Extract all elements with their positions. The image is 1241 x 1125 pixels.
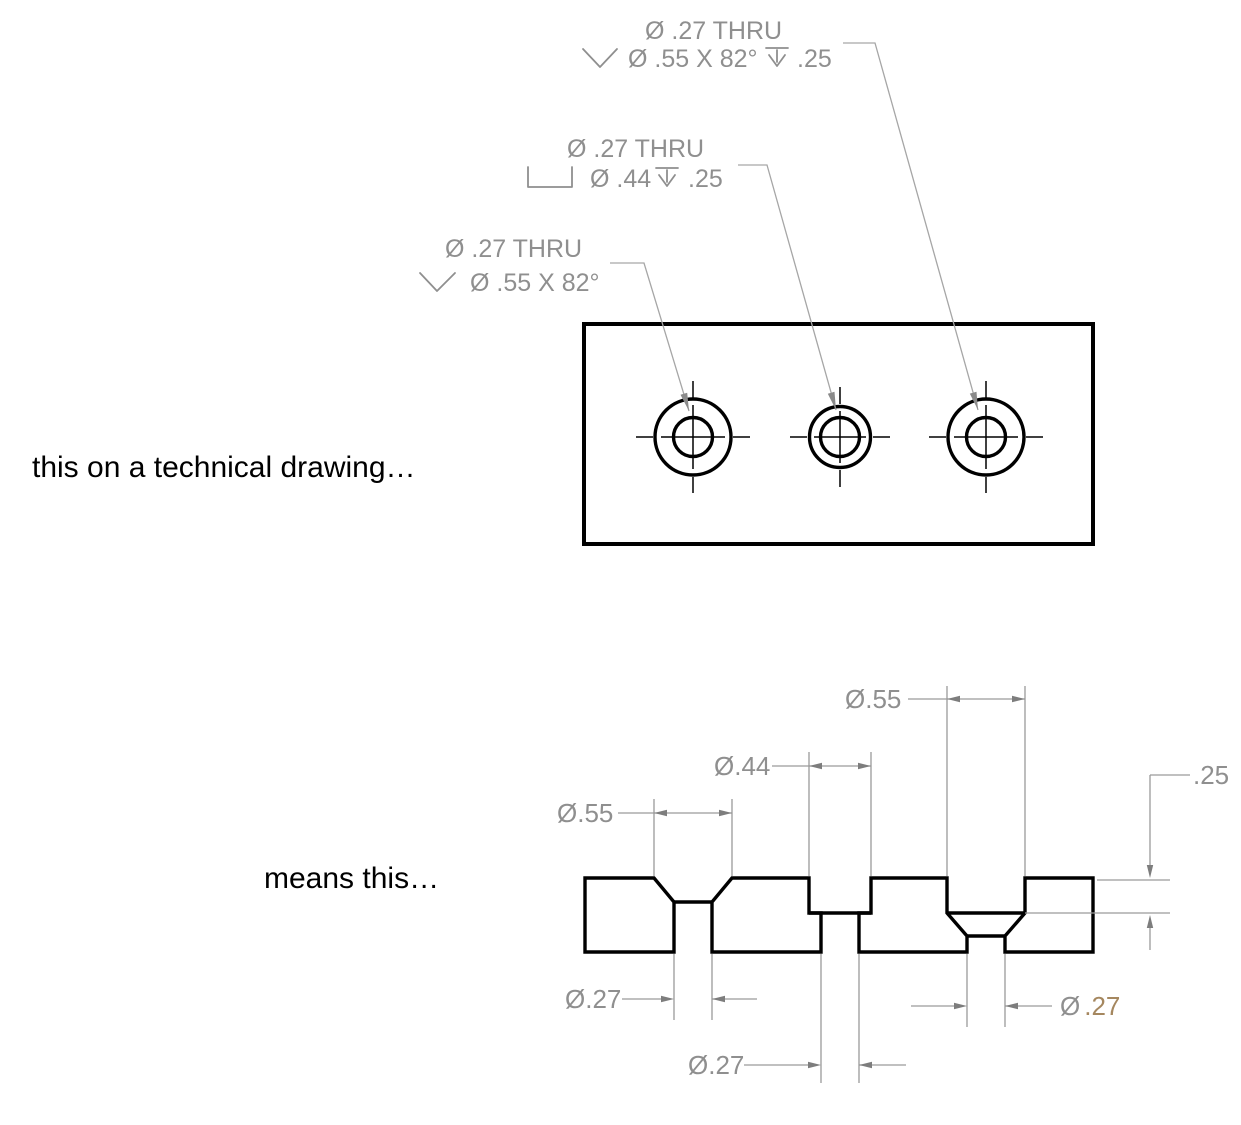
section-piece-2 [710,876,823,954]
dim-counterbore: Ø.44 [714,751,872,876]
dim-diameter-symbol: Ø [1060,991,1080,1021]
section-body [583,876,1095,954]
callout-countersink-spec: Ø .55 X 82° [470,269,600,297]
depth-icon [655,167,679,187]
leader-middle-hole [738,164,837,411]
leader-arrow-icon [680,392,689,411]
dim-countersink-right: Ø.55 [845,684,1026,876]
dim-thru-middle: Ø.27 [688,954,906,1083]
leader-arrow-icon [827,391,836,410]
dim-label: Ø.27 [1060,991,1120,1021]
callout-right-hole: Ø .27 THRU Ø .55 X 82° .25 [582,17,832,73]
countersink-circle [946,397,1026,477]
extension-lines [820,954,860,1083]
dim-arrow-icon [808,1061,821,1069]
dim-arrow-icon [1146,865,1154,878]
dim-arrow-icon [712,995,725,1003]
callout-depth-value: .25 [688,165,723,193]
top-view-right-hole [929,381,1043,493]
dim-thru-right: Ø.27 [911,954,1120,1027]
dim-arrow-icon [947,695,960,703]
countersink-icon [582,48,618,68]
plate-outline [582,322,1095,546]
dim-arrow-icon [1012,695,1025,703]
dim-arrow-icon [661,995,674,1003]
dim-thru-left: Ø.27 [565,954,757,1020]
dim-arrow-icon [1005,1002,1018,1010]
dim-depth: .25 [1025,760,1229,950]
leader-right-hole [843,42,979,411]
dim-arrow-icon [1146,915,1154,928]
callout-middle-hole: Ø .27 THRU Ø .44 .25 [527,135,723,193]
dim-arrow-icon [719,809,732,817]
section-view: Ø.55 Ø.44 Ø.55 .25 [557,684,1229,1083]
section-piece-3 [857,876,969,954]
extension-lines [653,799,733,876]
dim-arrow-icon [654,809,667,817]
caption-bottom: means this… [264,862,439,895]
top-view: Ø .27 THRU Ø .55 X 82° .25 Ø .27 THRU Ø … [419,17,1095,546]
counterbore-icon [527,166,573,188]
extension-lines [673,954,713,1020]
callout-depth-value: .25 [797,45,832,73]
callout-counterbore-spec: Ø .44 [590,165,651,193]
top-view-middle-hole [790,387,890,487]
dim-label: .25 [1193,760,1229,790]
dim-arrow-icon [954,1002,967,1010]
dim-label: Ø.27 [688,1050,744,1080]
extension-lines [966,954,1006,1027]
dim-label: Ø.27 [565,984,621,1014]
caption-top: this on a technical drawing… [32,451,416,484]
callout-leaders [610,42,979,412]
dim-arrow-icon [858,762,871,770]
leader-arrow-icon [969,391,978,410]
hole-circle [671,415,715,459]
hole-circle [964,415,1008,459]
leader-left-hole [610,262,690,412]
counterbore-circle [807,404,873,470]
dim-label: Ø.44 [714,751,770,781]
dim-value-brown: .27 [1084,991,1120,1021]
dim-arrow-icon [859,1061,872,1069]
dim-arrow-icon [809,762,822,770]
callout-line1: Ø .27 THRU [445,235,582,263]
section-piece-4 [1003,876,1095,954]
extension-lines [808,752,872,876]
section-piece-1 [583,876,676,954]
dimension-line [1149,774,1190,950]
countersink-circle [653,397,733,477]
countersink-icon [419,272,456,292]
dim-label: Ø.55 [845,684,901,714]
callout-line1: Ø .27 THRU [567,135,704,163]
dim-label: Ø.55 [557,798,613,828]
hole-circle [818,415,862,459]
extension-lines [946,686,1026,876]
dim-countersink-left: Ø.55 [557,798,733,876]
callout-countersink-spec: Ø .55 X 82° [628,45,758,73]
callout-line1: Ø .27 THRU [645,17,782,45]
depth-icon [765,47,789,67]
callout-left-hole: Ø .27 THRU Ø .55 X 82° [419,235,600,297]
top-view-left-hole [636,381,750,493]
